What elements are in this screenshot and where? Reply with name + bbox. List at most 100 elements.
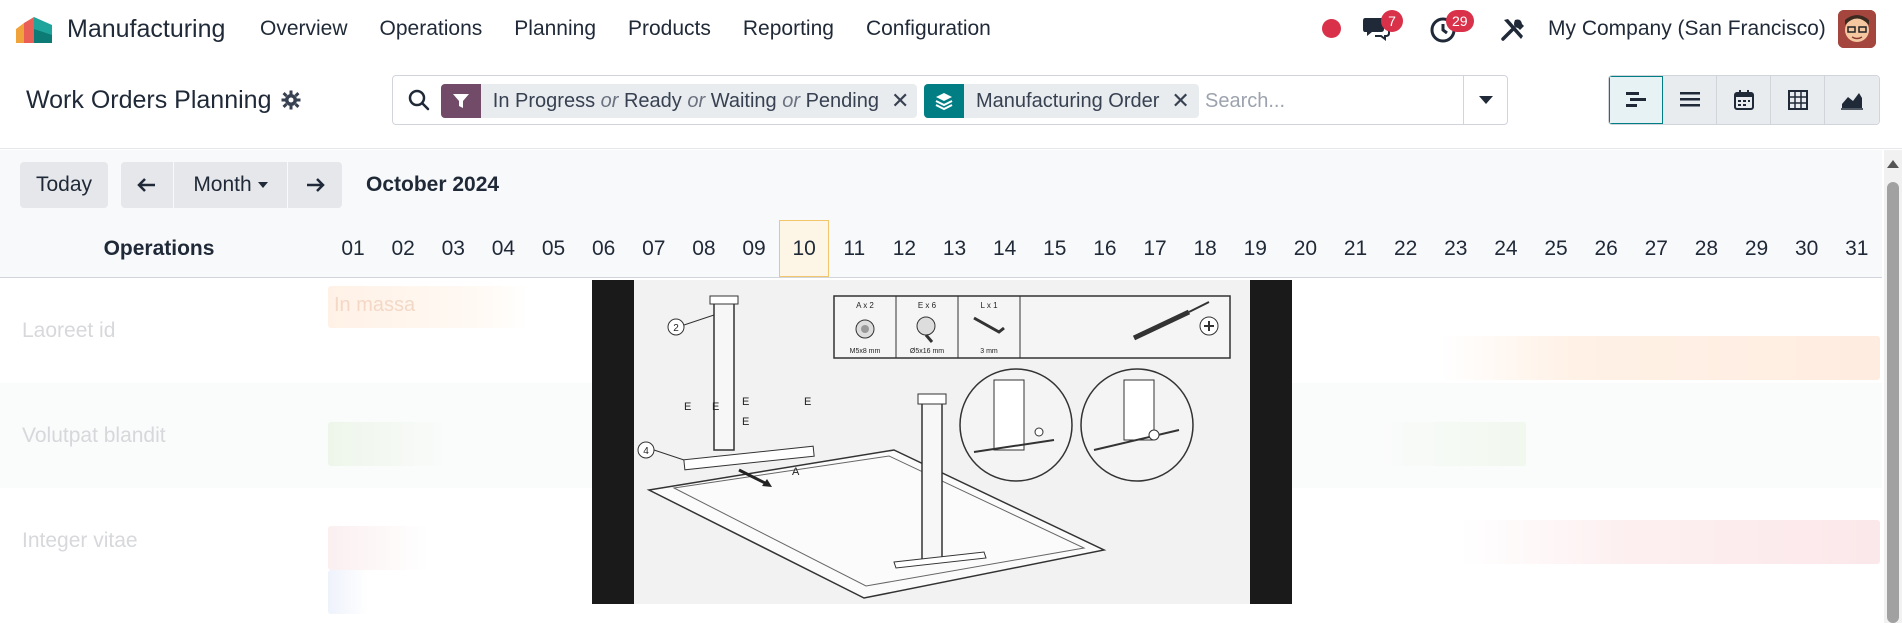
menu-planning[interactable]: Planning [514, 17, 596, 40]
search-input[interactable] [1205, 87, 1445, 115]
scroll-up-arrow-icon[interactable] [1887, 160, 1899, 168]
day-header: 25 [1544, 236, 1568, 260]
day-header: 04 [491, 236, 516, 260]
filter-value-waiting: Waiting [710, 89, 777, 112]
day-header: 23 [1444, 236, 1468, 260]
today-button[interactable]: Today [20, 162, 108, 208]
day-header: 27 [1644, 236, 1668, 260]
hardware-qty-e: E x 6 [918, 301, 937, 310]
filter-facet[interactable]: In Progress or Ready or Waiting or Pendi… [441, 84, 917, 118]
filter-value-ready: Ready [623, 89, 682, 112]
row-label: Volutpat blandit [22, 423, 166, 447]
debug-tools-icon[interactable] [1500, 16, 1526, 42]
hardware-size-l: 3 mm [980, 348, 998, 355]
hardware-size-a: M5x8 mm [850, 348, 881, 355]
pivot-view-button[interactable] [1771, 76, 1825, 124]
day-header: 22 [1394, 236, 1418, 260]
day-header: 18 [1193, 236, 1217, 260]
day-header: 12 [892, 236, 917, 260]
day-header: 08 [692, 236, 716, 260]
gantt-row[interactable]: Laoreet id [0, 278, 1882, 383]
day-header: 28 [1694, 236, 1719, 260]
activities-count-badge: 29 [1446, 10, 1474, 32]
caret-down-icon [1478, 96, 1493, 104]
day-header: 21 [1343, 236, 1368, 260]
list-view-button[interactable] [1663, 76, 1717, 124]
filter-facet-values: In Progress or Ready or Waiting or Pendi… [481, 90, 891, 113]
status-dot[interactable] [1322, 19, 1341, 38]
row-label: Integer vitae [22, 528, 138, 552]
app-name[interactable]: Manufacturing [67, 15, 226, 43]
day-header: 13 [942, 236, 967, 260]
remove-groupby-facet-icon[interactable]: ✕ [1171, 88, 1190, 113]
gantt-pill[interactable] [1380, 422, 1526, 466]
main-navbar: Manufacturing Overview Operations Planni… [0, 0, 1902, 59]
previous-period-button[interactable] [121, 162, 173, 208]
day-header: 26 [1594, 236, 1618, 260]
screw-label: E [684, 401, 691, 413]
day-header: 06 [592, 236, 616, 260]
remove-filter-facet-icon[interactable]: ✕ [891, 88, 910, 113]
menu-configuration[interactable]: Configuration [865, 17, 991, 40]
screw-label: E [804, 396, 811, 408]
period-label: October 2024 [366, 173, 500, 196]
gantt-icon [1626, 92, 1646, 107]
day-header-today: 10 [779, 220, 830, 277]
user-avatar[interactable] [1838, 10, 1876, 48]
row-label: Laoreet id [22, 318, 116, 342]
screw-label: E [742, 416, 749, 428]
menu-overview[interactable]: Overview [260, 17, 348, 40]
screw-label: E [712, 401, 719, 413]
company-switcher[interactable]: My Company (San Francisco) [1548, 17, 1826, 40]
hardware-size-e: Ø5x16 mm [910, 348, 944, 355]
day-header: 15 [1043, 236, 1067, 260]
arrow-right-icon [307, 178, 325, 192]
groupby-facet[interactable]: Manufacturing Order ✕ [924, 84, 1199, 118]
gantt-pill[interactable] [1440, 336, 1880, 380]
gantt-pill-label: In massa [334, 294, 416, 316]
view-switcher [1608, 75, 1880, 125]
filter-icon [441, 84, 481, 118]
main-menu: Overview Operations Planning Products Re… [260, 17, 991, 41]
gantt-pill[interactable] [1460, 520, 1880, 564]
gantt-pill[interactable] [328, 570, 368, 614]
menu-reporting[interactable]: Reporting [742, 17, 834, 40]
scrollbar-thumb[interactable] [1887, 182, 1899, 623]
hardware-qty-l: L x 1 [980, 301, 998, 310]
scale-dropdown[interactable]: Month [174, 162, 287, 208]
assembly-image-preview: A x 2 E x 6 L x 1 M5x8 mm Ø5x16 mm 3 mm [592, 280, 1292, 604]
day-header: 11 [843, 236, 866, 260]
gantt-row[interactable]: Integer vitae [0, 488, 1882, 593]
filter-value-pending: Pending [805, 89, 879, 112]
day-header: 17 [1143, 236, 1167, 260]
next-period-button[interactable] [288, 162, 342, 208]
calendar-view-button[interactable] [1717, 76, 1771, 124]
manufacturing-app-icon[interactable] [14, 15, 54, 43]
screw-label: E [742, 396, 749, 408]
vertical-scrollbar[interactable] [1884, 150, 1902, 623]
day-header: 19 [1243, 236, 1267, 260]
callout-2: 2 [673, 323, 679, 334]
gantt-pill[interactable] [328, 422, 448, 466]
graph-view-button[interactable] [1825, 76, 1879, 124]
menu-operations[interactable]: Operations [379, 17, 483, 40]
hardware-qty-a: A x 2 [856, 301, 874, 310]
gantt-pill[interactable] [328, 286, 528, 328]
day-header: 14 [993, 236, 1017, 260]
list-icon [1679, 92, 1700, 107]
menu-products[interactable]: Products [628, 17, 711, 40]
area-chart-icon [1841, 93, 1863, 110]
arrow-left-icon [137, 178, 155, 192]
assembly-diagram: A x 2 E x 6 L x 1 M5x8 mm Ø5x16 mm 3 mm [634, 280, 1250, 604]
bolt-label: A [792, 466, 800, 478]
messages-count-badge: 7 [1381, 10, 1403, 32]
gear-icon[interactable] [281, 90, 301, 110]
gantt-pill[interactable] [328, 526, 428, 570]
day-header: 16 [1093, 236, 1117, 260]
search-icon[interactable] [407, 88, 431, 112]
search-options-toggle[interactable] [1463, 76, 1507, 124]
rows-header: Operations [103, 237, 215, 260]
gantt-view-button[interactable] [1609, 76, 1663, 124]
facet-separator: or [782, 89, 801, 112]
